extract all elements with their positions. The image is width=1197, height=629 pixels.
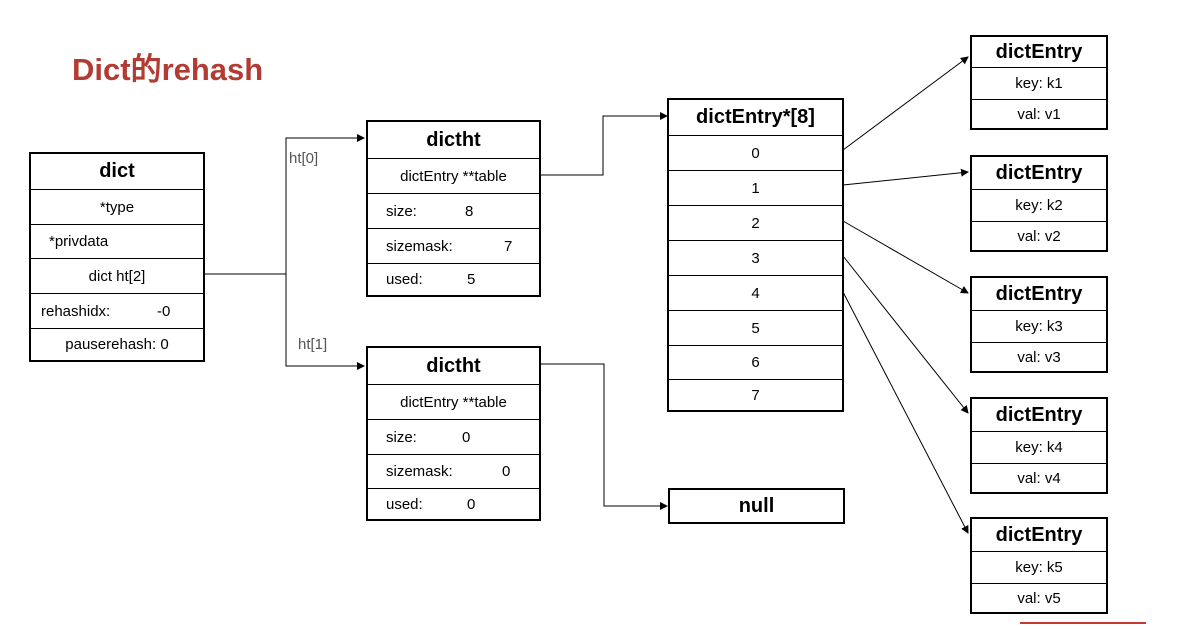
dict-pauserehash-field: pauserehash: 0 xyxy=(31,328,203,360)
entry-val: val: v4 xyxy=(972,463,1106,492)
ht1-size-field: size: 0 xyxy=(368,419,539,454)
array-slot: 1 xyxy=(669,170,842,205)
ht0-sizemask-value: 7 xyxy=(504,237,513,255)
array-slot: 3 xyxy=(669,240,842,275)
ht0-size-label: size: xyxy=(386,202,417,220)
ht0-used-value: 5 xyxy=(467,271,476,288)
entry-key: key: k3 xyxy=(972,310,1106,342)
arrow-slot3-to-entry4 xyxy=(842,255,969,414)
ht0-size-field: size: 8 xyxy=(368,193,539,228)
ht0-table-field: dictEntry **table xyxy=(368,158,539,193)
dict-rehashidx-field: rehashidx: -0 xyxy=(31,293,203,328)
entry-header: dictEntry xyxy=(995,161,1083,184)
arrow-dict-to-ht1 xyxy=(285,274,365,370)
null-label: null xyxy=(738,494,775,517)
ht1-used-field: used: 0 xyxy=(368,488,539,519)
rehashidx-value: -0 xyxy=(157,302,171,320)
ht1-used-value: 0 xyxy=(467,495,476,513)
entry-val: val: v3 xyxy=(972,342,1106,371)
ht0-size-value: 8 xyxy=(465,202,474,220)
entry-header: dictEntry xyxy=(995,523,1083,546)
dictentry-array: dictEntry*[8] 0 1 2 3 4 5 6 7 xyxy=(667,98,844,412)
arrow-slot4-to-entry5 xyxy=(842,291,969,534)
entry-header: dictEntry xyxy=(995,40,1083,63)
arrow-ht1-to-null xyxy=(541,363,668,510)
ht1-used-label: used: xyxy=(386,495,423,513)
dictentry-2: dictEntry key: k2 val: v2 xyxy=(970,155,1108,252)
dict-struct: dict *type *privdata dict ht[2] rehashid… xyxy=(29,152,205,362)
dictht-ht0: dictht dictEntry **table size: 8 sizemas… xyxy=(366,120,541,297)
entry-key: key: k2 xyxy=(972,189,1106,221)
entry-val: val: v1 xyxy=(972,99,1106,128)
array-slot: 0 xyxy=(669,135,842,170)
ht1-sizemask-label: sizemask: xyxy=(386,463,453,480)
dict-type-field: *type xyxy=(31,189,203,224)
dict-header: dict xyxy=(99,160,135,182)
ht0-sizemask-field: sizemask: 7 xyxy=(368,228,539,263)
ht0-header: dictht xyxy=(426,128,481,151)
entry-val: val: v5 xyxy=(972,583,1106,612)
arrow-dict-to-ht0 xyxy=(205,134,365,275)
array-slot: 2 xyxy=(669,205,842,240)
ht0-used-field: used: 5 xyxy=(368,263,539,295)
ht1-sizemask-value: 0 xyxy=(502,463,511,480)
ht0-used-label: used: xyxy=(386,271,423,288)
dictentry-1: dictEntry key: k1 val: v1 xyxy=(970,35,1108,130)
dictentry-5: dictEntry key: k5 val: v5 xyxy=(970,517,1108,614)
entry-val: val: v2 xyxy=(972,221,1106,250)
ht1-header: dictht xyxy=(426,354,481,377)
array-slot: 4 xyxy=(669,275,842,310)
dictht-ht1: dictht dictEntry **table size: 0 sizemas… xyxy=(366,346,541,521)
arrow-slot2-to-entry3 xyxy=(842,220,969,294)
ht1-table-field: dictEntry **table xyxy=(368,384,539,419)
dictentry-3: dictEntry key: k3 val: v3 xyxy=(970,276,1108,373)
array-slot: 5 xyxy=(669,310,842,345)
entry-key: key: k5 xyxy=(972,551,1106,583)
dict-privdata-field: *privdata xyxy=(31,224,203,258)
array-slot: 6 xyxy=(669,345,842,379)
footer-accent-line xyxy=(1020,622,1146,624)
rehashidx-label: rehashidx: xyxy=(41,302,111,320)
arrow-slot0-to-entry1 xyxy=(842,56,969,151)
dict-ht-field: dict ht[2] xyxy=(31,258,203,293)
ht0-sizemask-label: sizemask: xyxy=(386,237,453,255)
entry-key: key: k4 xyxy=(972,431,1106,463)
arrow-slot1-to-entry2 xyxy=(842,168,969,186)
ht1-sizemask-field: sizemask: 0 xyxy=(368,454,539,488)
null-box: null xyxy=(668,488,845,524)
entry-key: key: k1 xyxy=(972,67,1106,99)
dictentry-4: dictEntry key: k4 val: v4 xyxy=(970,397,1108,494)
ht1-size-label: size: xyxy=(386,428,417,446)
page-title: Dict的rehash xyxy=(72,52,264,87)
array-slot: 7 xyxy=(669,379,842,410)
array-header: dictEntry*[8] xyxy=(696,106,815,128)
entry-header: dictEntry xyxy=(995,403,1083,426)
edge-label-ht1: ht[1] xyxy=(298,336,328,353)
arrow-ht0-to-array xyxy=(541,112,668,176)
ht1-size-value: 0 xyxy=(462,428,471,446)
entry-header: dictEntry xyxy=(995,282,1083,305)
edge-label-ht0: ht[0] xyxy=(289,150,319,167)
